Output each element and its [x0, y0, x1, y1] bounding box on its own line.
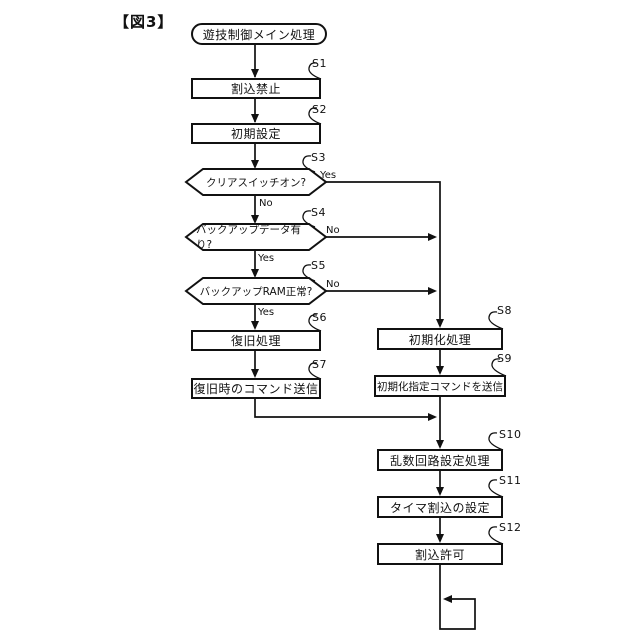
step-s10-id: S10	[499, 428, 522, 441]
step-s9-id: S9	[497, 352, 512, 365]
step-s10-box: 乱数回路設定処理	[377, 449, 503, 471]
s3-yes-label: Yes	[320, 170, 337, 181]
step-s1-label: 割込禁止	[230, 82, 281, 96]
step-s4-decision-shape	[184, 223, 328, 251]
step-s2-label: 初期設定	[230, 127, 281, 141]
step-s5-decision-shape	[184, 277, 328, 305]
step-s5-decision-text: バックアップRAM正常?	[199, 285, 313, 298]
step-s12-label: 割込許可	[414, 547, 465, 562]
step-s9-label: 初期化指定コマンドを送信	[377, 380, 503, 393]
figure-label: 【図3】	[114, 13, 174, 31]
step-s2-box: 初期設定	[191, 123, 321, 144]
s5-yes-label: Yes	[258, 307, 275, 318]
s3-no-label: No	[259, 198, 273, 209]
step-s6-id: S6	[312, 311, 327, 324]
step-s4-id: S4	[311, 206, 326, 219]
label-leader-curves	[302, 62, 507, 545]
s4-yes-label: Yes	[258, 253, 275, 264]
arrowheads	[251, 69, 452, 603]
step-s7-box: 復旧時のコマンド送信	[191, 378, 321, 399]
decision-shapes	[184, 168, 328, 305]
step-s3-decision-text: クリアスイッチオン?	[205, 176, 307, 189]
step-s9-box: 初期化指定コマンドを送信	[374, 375, 506, 397]
step-s3-decision-shape	[184, 168, 328, 196]
step-s6-box: 復旧処理	[191, 330, 321, 351]
step-s8-label: 初期化処理	[408, 332, 472, 347]
step-s12-box: 割込許可	[377, 543, 503, 565]
s5-no-label: No	[326, 279, 340, 290]
step-s8-box: 初期化処理	[377, 328, 503, 350]
step-s6-label: 復旧処理	[230, 334, 281, 348]
start-terminal: 遊技制御メイン処理	[191, 23, 327, 45]
start-terminal-label: 遊技制御メイン処理	[202, 27, 316, 42]
step-s1-box: 割込禁止	[191, 78, 321, 99]
step-s8-id: S8	[497, 304, 512, 317]
step-s3-id: S3	[311, 151, 326, 164]
step-s10-label: 乱数回路設定処理	[389, 453, 490, 468]
step-s12-id: S12	[499, 521, 522, 534]
step-s2-id: S2	[312, 103, 327, 116]
step-s4-decision-text: バックアップデータ有り?	[196, 224, 301, 251]
s4-no-label: No	[326, 225, 340, 236]
step-s7-id: S7	[312, 358, 327, 371]
step-s1-id: S1	[312, 57, 327, 70]
step-s11-id: S11	[499, 474, 522, 487]
step-s11-box: タイマ割込の設定	[377, 496, 503, 518]
step-s7-label: 復旧時のコマンド送信	[193, 382, 319, 396]
step-s11-label: タイマ割込の設定	[389, 500, 490, 515]
step-s5-id: S5	[311, 259, 326, 272]
